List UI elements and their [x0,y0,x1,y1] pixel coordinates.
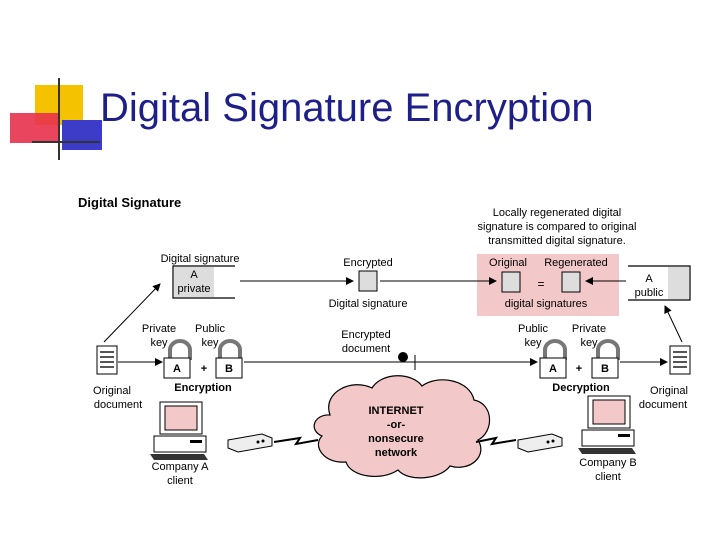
svg-text:nonsecure: nonsecure [368,433,424,445]
left-signature-title: Digital signature [161,253,240,265]
arrow-doc-to-public [664,305,683,343]
equals-sign: = [537,277,544,291]
digital-signatures-label: digital signatures [505,298,588,310]
diagram-heading: Digital Signature [78,195,181,210]
left-lightning [273,436,319,446]
encrypted-document-label: Encrypted document [341,329,391,355]
red-block [10,113,58,143]
regenerated-signature-box [561,271,581,293]
decryption-caption: Decryption [552,382,610,394]
comparison-note: Locally regenerated digital signature is… [478,207,637,247]
company-b-label: Company B client [579,457,636,483]
original-label: Original [489,257,527,269]
svg-text:Company A: Company A [152,461,210,473]
company-b-modem-icon [517,433,563,453]
regenerated-label: Regenerated [544,257,608,269]
cloud-label: INTERNET -or- nonsecure network [368,405,424,459]
right-lock-a [539,357,567,379]
encrypted-label: Encrypted [343,257,393,269]
right-lock-plus: + [576,363,582,375]
right-public-a: A [645,273,653,285]
right-lock-b-shackle [596,339,620,360]
svg-text:Original: Original [93,385,131,397]
blue-block [62,120,102,150]
left-lock-b-shackle [218,339,242,360]
left-lock-a-shackle [168,339,192,360]
arrow-doc-to-signature [103,283,161,343]
company-b-computer-icon [578,395,636,454]
encryption-caption: Encryption [174,382,232,394]
left-signature-a: A [190,269,198,281]
svg-text:Encrypted: Encrypted [341,329,391,341]
right-public-key-label: Public key [518,323,548,349]
right-lock-a-shackle [543,339,567,360]
svg-text:Private: Private [142,323,176,335]
svg-text:key: key [580,337,598,349]
comparison-area [477,254,619,316]
svg-text:key: key [524,337,542,349]
left-signature-box [172,265,235,299]
svg-text:key: key [150,337,168,349]
right-lock-b-label: B [601,363,609,375]
right-public-fill [668,267,689,299]
left-document-icon [96,345,118,375]
company-a-label: Company A client [152,461,210,487]
left-lock-a [163,357,191,379]
right-private-key-label: Private key [572,323,606,349]
right-public-label: public [635,287,664,299]
company-a-modem-icon [227,433,273,453]
left-lock-b-label: B [225,363,233,375]
svg-text:Private: Private [572,323,606,335]
slide-title: Digital Signature Encryption [100,86,594,130]
left-lock-b [215,357,243,379]
svg-text:document: document [342,343,390,355]
svg-text:key: key [201,337,219,349]
left-private-key-label: Private key [142,323,176,349]
left-public-key-label: Public key [195,323,225,349]
svg-text:-or-: -or- [387,419,406,431]
svg-text:client: client [167,475,193,487]
svg-text:document: document [94,399,142,411]
svg-text:INTERNET: INTERNET [369,405,424,417]
right-lightning [475,436,517,446]
vertical-rule [58,78,60,160]
svg-text:signature is compared to origi: signature is compared to original [478,221,637,233]
right-public-box [628,265,691,301]
svg-text:document: document [639,399,687,411]
stamp-dot [398,352,408,362]
svg-text:transmitted digital signature.: transmitted digital signature. [488,235,626,247]
right-document-icon [669,345,691,375]
right-lock-b [591,357,619,379]
encrypted-signature-box [358,270,378,292]
svg-text:Company B: Company B [579,457,636,469]
left-lock-plus: + [201,363,207,375]
right-document-label: Original document [639,385,688,411]
svg-text:Public: Public [195,323,225,335]
left-lock-a-label: A [173,363,181,375]
left-signature-fill [174,267,214,297]
svg-text:client: client [595,471,621,483]
original-signature-box [501,271,521,293]
company-a-computer-icon [150,401,208,460]
right-lock-a-label: A [549,363,557,375]
svg-text:Locally regenerated digital: Locally regenerated digital [493,207,621,219]
internet-cloud [313,375,491,479]
digital-signature-label: Digital signature [329,298,408,310]
svg-text:network: network [375,447,418,459]
svg-text:Public: Public [518,323,548,335]
horizontal-rule [32,141,100,143]
title-decoration [0,0,102,170]
left-signature-private: private [177,283,210,295]
left-document-label: Original document [93,385,142,411]
svg-text:Original: Original [650,385,688,397]
